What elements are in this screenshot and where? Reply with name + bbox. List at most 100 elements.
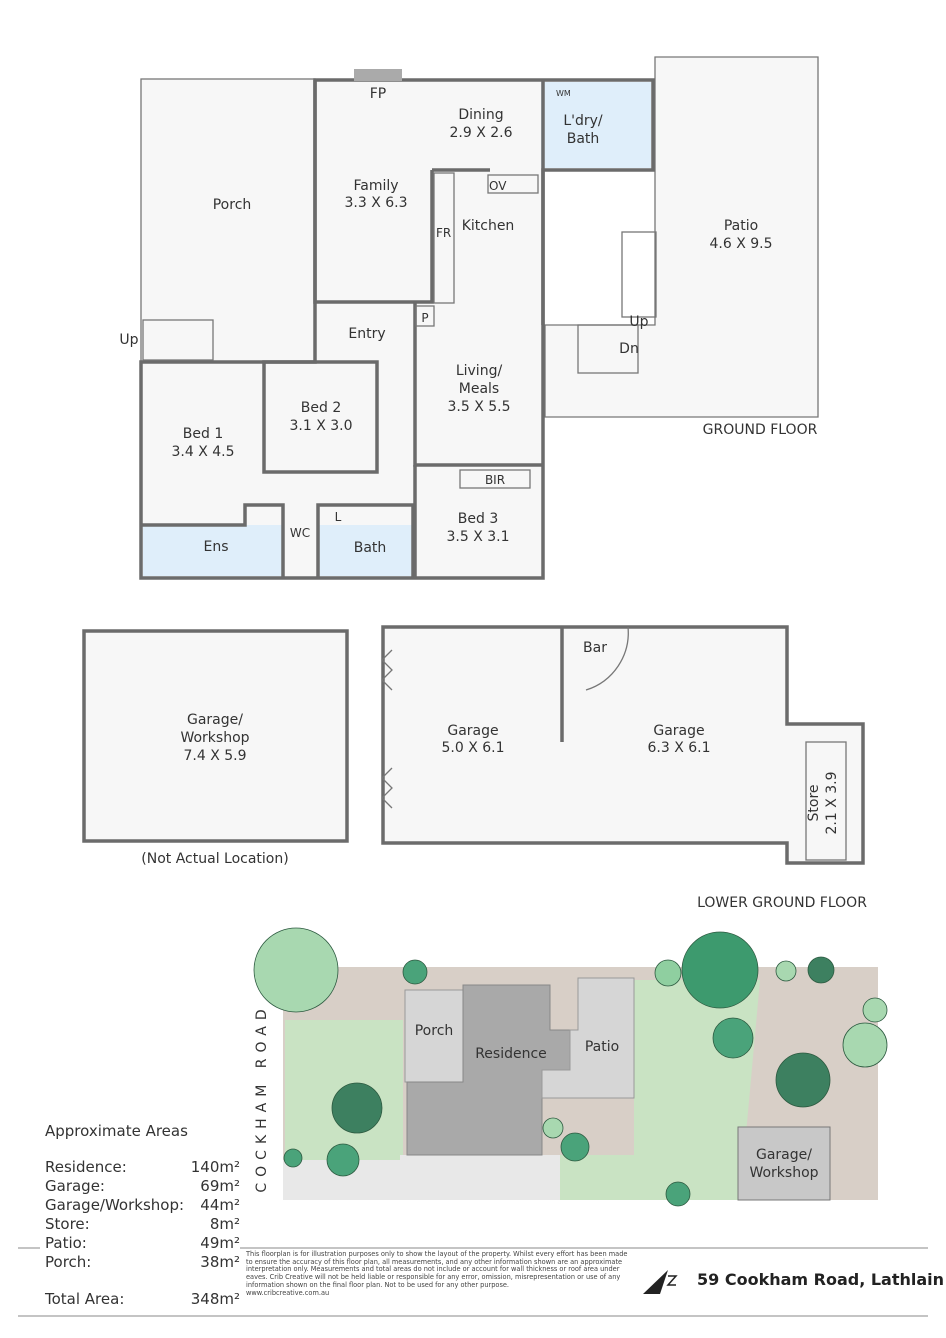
- bed1-label: Bed 1: [183, 426, 223, 442]
- area-row: Residence:140m²: [45, 1158, 240, 1177]
- lower-ground-title: LOWER GROUND FLOOR: [697, 895, 867, 911]
- kitchen-label: Kitchen: [462, 218, 515, 234]
- living-label: Living/: [456, 363, 503, 379]
- oven-label: OV: [489, 179, 507, 193]
- patio-size: 4.6 X 9.5: [709, 236, 772, 252]
- store-size: 2.1 X 3.9: [824, 771, 840, 834]
- tree-icon: [775, 1052, 831, 1108]
- living-size: 3.5 X 5.5: [447, 399, 510, 415]
- entry-label: Entry: [348, 326, 385, 342]
- area-row: Patio: 49m²: [45, 1234, 240, 1253]
- area-label: Garage/Workshop:: [45, 1196, 185, 1214]
- tree-icon: [842, 1022, 888, 1068]
- site-porch-label: Porch: [415, 1023, 454, 1039]
- laundry-bath-label: Bath: [567, 131, 600, 147]
- ens-label: Ens: [203, 539, 228, 555]
- bar-counter: [585, 626, 629, 691]
- bir-box: [459, 469, 531, 489]
- fp-label: FP: [370, 86, 387, 102]
- area-row: Store: 8m²: [45, 1215, 240, 1234]
- tree-icon: [654, 959, 682, 987]
- ensuite-wet-area: [143, 525, 283, 576]
- site-residence-label: Residence: [475, 1046, 547, 1062]
- pantry-label: P: [421, 311, 428, 325]
- area-row: Garage: 69m²: [45, 1177, 240, 1196]
- garage-outline: [381, 625, 865, 865]
- area-value: 44m²: [200, 1196, 240, 1214]
- porch-area: [140, 78, 316, 363]
- total-area-label: Total Area:: [45, 1290, 125, 1308]
- garage-b-label: Garage: [653, 723, 704, 739]
- lower-ground-floor-plan: Garage/ Workshop 7.4 X 5.9 (Not Actual L…: [82, 625, 867, 911]
- site-workshop-label-2: Workshop: [749, 1165, 818, 1181]
- site-patio-label: Patio: [585, 1039, 619, 1055]
- driveway: [283, 1155, 560, 1200]
- workshop-room: [82, 629, 349, 843]
- fireplace: [354, 69, 402, 81]
- bed3-label: Bed 3: [458, 511, 498, 527]
- store-shelf: [805, 741, 847, 861]
- garage-a-size: 5.0 X 6.1: [441, 740, 504, 756]
- porch-label: Porch: [213, 197, 252, 213]
- stairs-patio: [621, 231, 657, 318]
- total-area-row: Total Area: 348m²: [45, 1290, 240, 1309]
- site-workshop: [737, 1126, 831, 1201]
- oven: [487, 174, 539, 194]
- area-label: Porch:: [45, 1253, 92, 1271]
- patio-area: [544, 56, 819, 418]
- area-value: 49m²: [200, 1234, 240, 1252]
- site-trees: [253, 927, 888, 1207]
- area-label: Store:: [45, 1215, 90, 1233]
- pantry-box: [415, 305, 435, 327]
- dn-label: Dn: [619, 341, 639, 357]
- site-porch: [404, 989, 464, 1083]
- disclaimer-text: This floorplan is for illustration purpo…: [246, 1250, 628, 1289]
- ground-floor-plan: FP Porch Dining 2.9 X 2.6 L'dry/ Bath WM…: [119, 56, 819, 580]
- tree-icon: [331, 1082, 383, 1134]
- bed3-size: 3.5 X 3.1: [446, 529, 509, 545]
- family-size: 3.3 X 6.3: [344, 195, 407, 211]
- up-label-patio: Up: [629, 314, 648, 330]
- tree-icon: [402, 959, 428, 985]
- property-address: 59 Cookham Road, Lathlain: [697, 1270, 945, 1289]
- laundry-label: L'dry/: [563, 113, 603, 129]
- bed2-size: 3.1 X 3.0: [289, 418, 352, 434]
- workshop-label-2: Workshop: [180, 730, 249, 746]
- bifold-doors: [381, 649, 393, 809]
- tree-icon: [326, 1143, 360, 1177]
- lawn-back: [410, 980, 760, 1200]
- tree-icon: [542, 1117, 564, 1139]
- bath-wet-area: [318, 525, 413, 576]
- interior-walls: [141, 80, 545, 578]
- area-value: 69m²: [200, 1177, 240, 1195]
- fridge-label: FR: [436, 226, 451, 240]
- family-label: Family: [353, 178, 398, 194]
- up-label-porch: Up: [119, 332, 138, 348]
- tree-icon: [665, 1181, 691, 1207]
- wc-label: WC: [290, 526, 310, 540]
- website-link[interactable]: www.cribcreative.com.au: [246, 1288, 330, 1297]
- bar-label: Bar: [583, 640, 607, 656]
- house-outline: [139, 78, 655, 580]
- area-label: Garage:: [45, 1177, 105, 1195]
- disclaimer: This floorplan is for illustration purpo…: [246, 1250, 631, 1297]
- site-plan: Porch Residence Patio Garage/ Workshop C…: [253, 927, 888, 1207]
- kitchen-bench: [433, 172, 455, 304]
- area-label: Patio:: [45, 1234, 87, 1252]
- tree-icon: [283, 1148, 303, 1168]
- linen-label: L: [335, 510, 342, 524]
- garage-a-label: Garage: [447, 723, 498, 739]
- bed1-size: 3.4 X 4.5: [171, 444, 234, 460]
- stairs-down: [577, 324, 639, 374]
- area-value: 8m²: [209, 1215, 240, 1233]
- laundry-wet-area: [541, 82, 651, 168]
- dining-label: Dining: [458, 107, 503, 123]
- area-value: 38m²: [200, 1253, 240, 1271]
- stairs-porch: [142, 319, 214, 361]
- areas-title: Approximate Areas: [45, 1122, 188, 1140]
- workshop-size: 7.4 X 5.9: [183, 748, 246, 764]
- area-value: 140m²: [190, 1158, 240, 1176]
